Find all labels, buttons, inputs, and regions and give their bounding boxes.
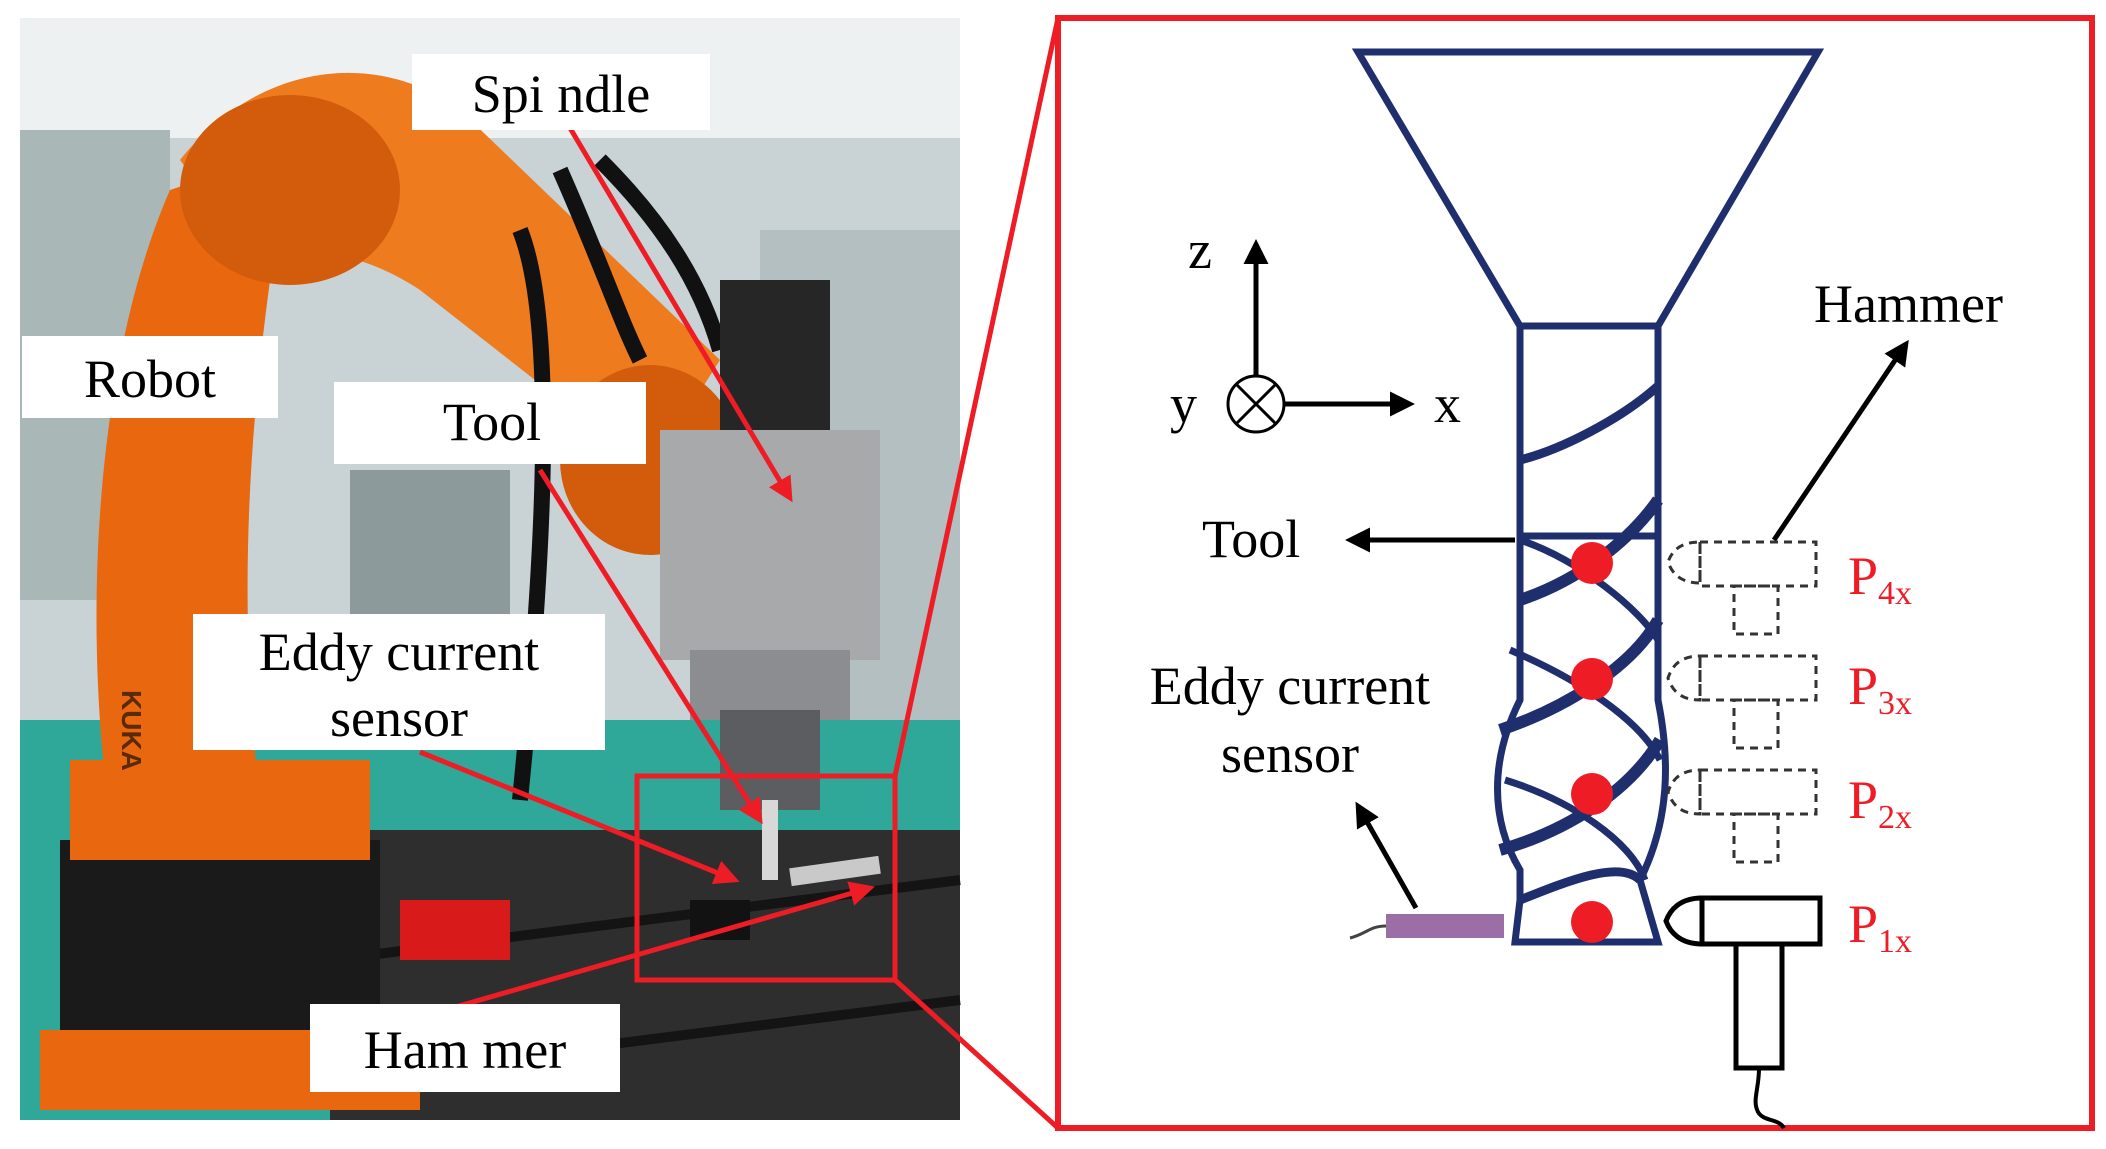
tool-shank [1516,322,1662,540]
robot-brand-text: KUKA [116,690,147,771]
hammer-position-p3x [1666,654,1818,750]
y-axis-label: y [1170,374,1197,434]
hammer-arrow [444,881,875,1013]
measurement-point-p2x [1571,773,1613,815]
spindle-ring [690,650,850,720]
eddy-label-line2: sensor [330,688,468,748]
tool-diagram-label: Tool [1202,509,1300,569]
robot-label: Robot [84,349,216,409]
point-label-main: P [1848,656,1878,716]
hammer-in-photo [789,855,881,887]
tool-label-box [334,382,646,464]
tool-label: Tool [443,392,541,452]
point-label-main: P [1848,770,1878,830]
sensor-cable [1349,924,1387,940]
spindle-head [720,280,830,440]
hammer-icon [1663,895,1823,1130]
measurement-diagram: z y x Tool Hammer Eddy current sensor [1055,15,2095,1131]
zoom-connector-top [892,17,1061,777]
measurement-point-p1x [1571,901,1613,943]
experimental-setup-photo: KUKA Spi ndle Robot Tool Eddy current se… [20,18,961,1120]
point-label-sub: 3x [1878,685,1912,722]
spindle-nose [720,710,820,810]
zoom-connector-bottom [893,978,1060,1130]
point-label-main: P [1848,894,1878,954]
hammer-position-p4x [1666,540,1818,636]
hammer-label: Ham mer [364,1020,566,1080]
point-label-p3x: P3x [1848,656,1912,722]
spindle-label-box [412,54,710,130]
hammer-label-box [310,1004,620,1092]
eddy-label-box [193,614,605,750]
point-label-main: P [1848,546,1878,606]
point-label-sub: 4x [1878,575,1912,612]
point-label-sub: 2x [1878,799,1912,836]
zoom-region-box [634,773,898,983]
spindle-label: Spi ndle [472,64,651,124]
point-label-p1x: P1x [1848,894,1912,960]
hammer-position-p2x [1666,768,1818,864]
eddy-diagram-label-line2: sensor [1221,724,1359,784]
helix-stroke [1518,382,1661,465]
eddy-diagram-arrow [1355,801,1419,910]
measurement-point-p4x [1571,542,1613,584]
robot-label-box [22,336,278,418]
tool-flute-outline [1494,536,1669,946]
eddy-diagram-label-line1: Eddy current [1150,656,1430,716]
hammer-diagram-label: Hammer [1814,274,2003,334]
cable-red [400,900,510,960]
measurement-point-p3x [1571,658,1613,700]
z-axis-label: z [1188,220,1212,280]
eddy-current-sensor [1386,914,1504,938]
point-label-p2x: P2x [1848,770,1912,836]
hammer-diagram-arrow [1771,339,1909,542]
eddy-label-line1: Eddy current [259,622,539,682]
helix-stroke [1503,776,1649,882]
sensor-in-photo [690,900,750,940]
eddy-sensor-arrow [419,749,740,885]
helix-stroke [1518,867,1644,905]
point-label-p4x: P4x [1848,546,1912,612]
tool-in-photo [762,800,778,880]
point-label-sub: 1x [1878,923,1912,960]
y-axis-cross [1234,382,1278,426]
robot-joint [180,95,400,285]
x-axis-label: x [1434,374,1461,434]
tool-arrow [537,468,763,825]
coordinate-axes: z y x [1170,220,1461,434]
spindle-arrow [567,126,793,503]
